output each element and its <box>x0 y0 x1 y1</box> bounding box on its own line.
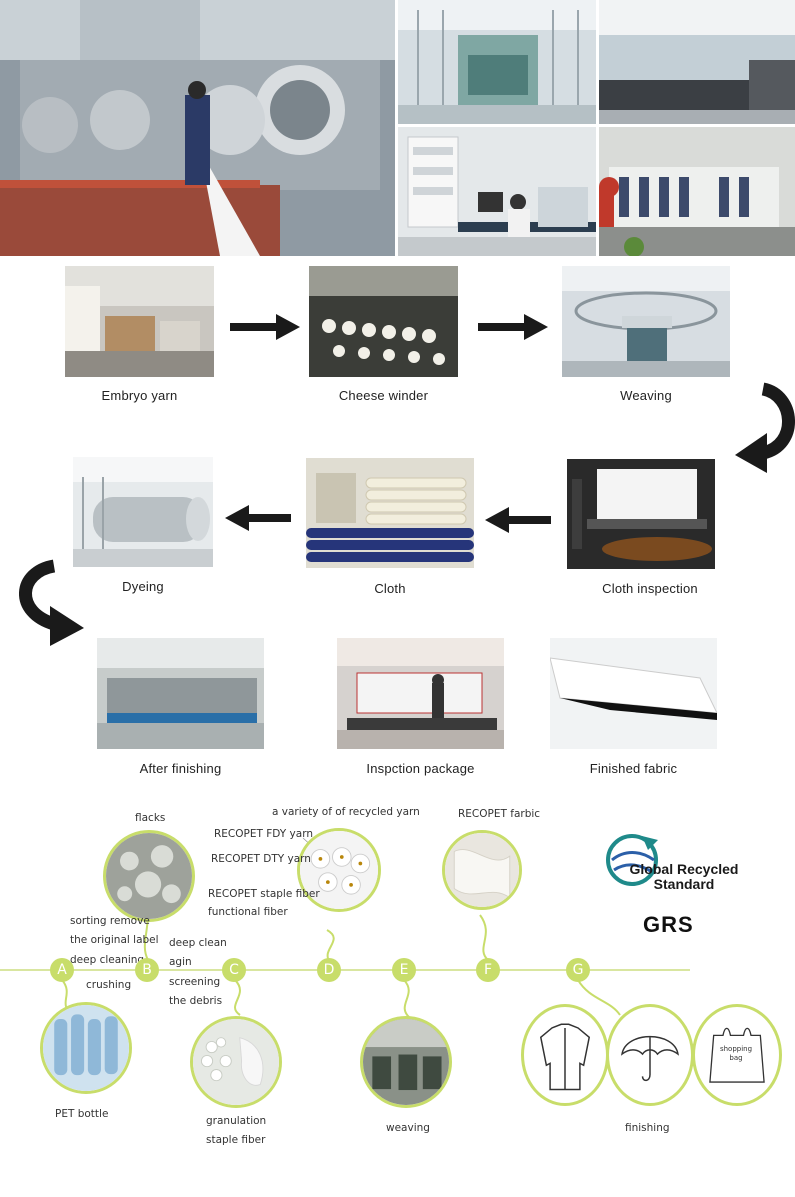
embryo-yarn-photo <box>65 266 214 377</box>
finishing-label: finishing <box>625 1122 670 1134</box>
weaving-bottom-label: weaving <box>386 1122 430 1134</box>
factory-dyeing-machines-photo <box>0 0 395 256</box>
recycled-yarn-bubble <box>297 828 381 912</box>
deep-cleaning-label: deep cleaning <box>70 954 145 966</box>
stage-e-dot: E <box>392 958 416 982</box>
fdy-yarn-label: RECOPET FDY yarn <box>214 828 313 840</box>
flakes-bubble <box>103 830 195 922</box>
cheese-winder-photo <box>309 266 458 377</box>
staple-fiber-bottom-label: staple fiber <box>206 1134 266 1146</box>
grs-abbreviation: GRS <box>643 912 694 937</box>
functional-fiber-label: functional fiber <box>208 906 288 918</box>
step-label-cheese-winder: Cheese winder <box>338 388 429 403</box>
office-photo <box>599 0 795 124</box>
pet-bottle-label: PET bottle <box>55 1108 109 1120</box>
staple-fiber-label: RECOPET staple fiber <box>208 888 320 900</box>
shirt-bubble <box>521 1004 609 1106</box>
variety-yarn-label: a variety of of recycled yarn <box>272 806 420 818</box>
screening-label: screening <box>169 976 221 988</box>
step-label-weaving: Weaving <box>620 388 672 403</box>
step-label-finished-fabric: Finished fabric <box>589 761 678 776</box>
shopping-bag-bubble <box>692 1004 782 1106</box>
stage-f-dot: F <box>476 958 500 982</box>
inspection-package-photo <box>337 638 504 749</box>
recycled-fabric-bubble <box>442 830 522 910</box>
stage-g-dot: G <box>566 958 590 982</box>
arrow-right-1 <box>230 314 300 340</box>
circular-knitting-machine-photo <box>398 0 596 124</box>
grs-title: Global Recycled Standard <box>626 862 742 892</box>
umbrella-bubble <box>606 1004 694 1106</box>
arrow-left-2 <box>485 507 551 533</box>
step-label-dyeing: Dyeing <box>122 579 164 594</box>
weaving-bubble <box>360 1016 452 1108</box>
curved-arrow-down-left <box>735 382 795 473</box>
recopet-fabric-label: RECOPET farbic <box>458 808 541 820</box>
stage-c-dot: C <box>222 958 246 982</box>
shopping-bag-text: shopping bag <box>719 1045 753 1062</box>
laboratory-photo <box>398 127 596 256</box>
step-label-embryo-yarn: Embryo yarn <box>101 388 178 403</box>
step-label-after-finishing: After finishing <box>139 761 222 776</box>
pet-bottle-bubble <box>40 1002 132 1094</box>
stage-d-dot: D <box>317 958 341 982</box>
sorting-remove-label: sorting remove <box>70 915 150 927</box>
cloth-photo <box>306 458 474 568</box>
granulation-label: granulation <box>206 1115 267 1127</box>
after-finishing-photo <box>97 638 264 749</box>
flacks-label: flacks <box>135 812 166 824</box>
dyeing-photo <box>73 457 213 567</box>
step-label-cloth: Cloth <box>374 581 406 596</box>
agin-label: agin <box>169 956 192 968</box>
finished-fabric-photo <box>550 638 717 749</box>
stage-b-dot: B <box>135 958 159 982</box>
crushing-label: crushing <box>86 979 132 991</box>
step-label-inspection-package: Inspction package <box>366 761 475 776</box>
showroom-photo <box>599 127 795 256</box>
arrow-left-1 <box>225 505 291 531</box>
cloth-inspection-photo <box>567 459 715 569</box>
stage-a-dot: A <box>50 958 74 982</box>
deep-clean-label: deep clean <box>169 937 227 949</box>
original-label-label: the original label <box>70 934 159 946</box>
step-label-cloth-inspection: Cloth inspection <box>602 581 698 596</box>
granulation-bubble <box>190 1016 282 1108</box>
grs-line-2: Standard <box>653 876 715 892</box>
grs-logo-icon <box>606 834 658 886</box>
curved-arrow-down-right <box>19 559 84 646</box>
dty-yarn-label: RECOPET DTY yarn <box>211 853 311 865</box>
arrow-right-2 <box>478 314 548 340</box>
weaving-photo <box>562 266 730 377</box>
grs-line-1: Global Recycled <box>629 861 739 877</box>
debris-label: the debris <box>169 995 223 1007</box>
